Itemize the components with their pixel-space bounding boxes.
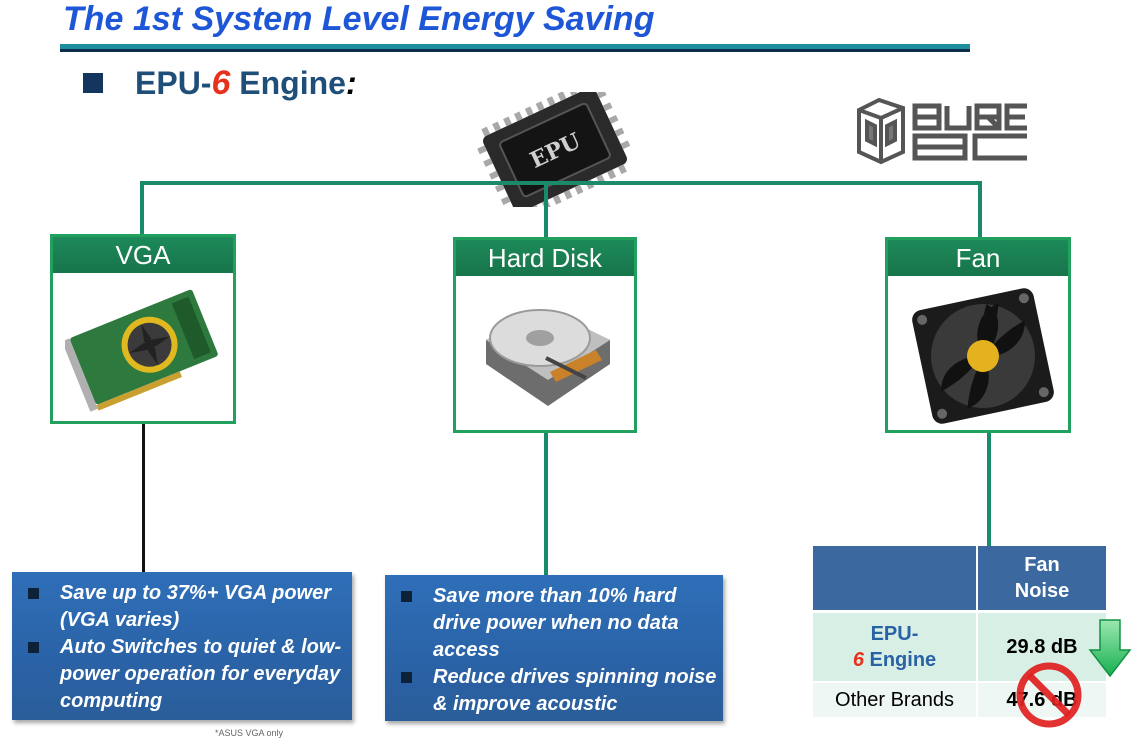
hard-disk-icon xyxy=(486,309,610,406)
heading-six: 6 xyxy=(211,64,231,102)
heading-suffix: Engine xyxy=(230,65,346,101)
hdd-box: Hard Disk xyxy=(453,237,637,433)
label-six: 6 xyxy=(852,649,864,671)
epu-chip-icon: EPU xyxy=(477,92,631,207)
other-brands-label: Other Brands xyxy=(813,681,978,717)
connector-hdd-top xyxy=(544,181,548,239)
vga-benefit-1-text: Save up to 37%+ VGA power (VGA varies) xyxy=(60,582,332,631)
title-underline xyxy=(60,44,970,52)
vga-benefit-1: Save up to 37%+ VGA power (VGA varies) xyxy=(12,580,352,634)
graphics-card-icon xyxy=(65,289,218,412)
footnote: *ASUS VGA only xyxy=(215,728,284,738)
epu-engine-label: EPU- 6 Engine xyxy=(813,610,978,682)
vga-title: VGA xyxy=(53,237,233,273)
connector-vga-bottom xyxy=(142,424,145,572)
hdd-benefits-panel: Save more than 10% hard drive power when… xyxy=(385,575,723,721)
table-header-fan-noise: Fan Noise xyxy=(977,546,1106,612)
connector-hdd-bottom xyxy=(544,430,548,575)
prohibited-icon xyxy=(1016,662,1082,728)
heading-bullet xyxy=(83,73,103,93)
vga-benefit-2-text: Auto Switches to quiet & low-power opera… xyxy=(60,636,342,712)
vga-benefits-panel: Save up to 37%+ VGA power (VGA varies) A… xyxy=(12,572,352,720)
hdd-title: Hard Disk xyxy=(456,240,634,276)
label-suffix: Engine xyxy=(863,649,937,671)
heading-colon: : xyxy=(345,65,357,101)
heading-epu-engine: EPU-6 Engine: xyxy=(135,64,357,103)
table-row: Other Brands 47.6 dB xyxy=(813,681,1106,717)
table-header-row: Fan Noise xyxy=(813,546,1106,612)
hdd-benefit-2-text: Reduce drives spinning noise & improve a… xyxy=(433,666,717,715)
slide-title: The 1st System Level Energy Saving xyxy=(63,0,655,38)
hdd-benefit-2: Reduce drives spinning noise & improve a… xyxy=(385,664,723,718)
heading-prefix: EPU- xyxy=(135,65,212,101)
purepc-logo xyxy=(857,97,1027,165)
cooling-fan-icon xyxy=(912,288,1054,424)
bullet-icon xyxy=(28,588,39,599)
connector-vga-top xyxy=(140,181,144,239)
hdd-benefit-1-text: Save more than 10% hard drive power when… xyxy=(433,585,679,661)
table-header-blank xyxy=(813,546,978,612)
fan-title: Fan xyxy=(888,240,1068,276)
connector-fan-top xyxy=(978,181,982,239)
bullet-icon xyxy=(28,642,39,653)
connector-horizontal xyxy=(140,181,982,185)
vga-benefit-2: Auto Switches to quiet & low-power opera… xyxy=(12,634,352,715)
fan-box: Fan xyxy=(885,237,1071,433)
down-arrow-icon xyxy=(1088,619,1132,678)
connector-fan-bottom xyxy=(987,432,991,546)
bullet-icon xyxy=(401,672,412,683)
vga-box: VGA xyxy=(50,234,236,424)
bullet-icon xyxy=(401,591,412,602)
hdd-benefit-1: Save more than 10% hard drive power when… xyxy=(385,583,723,664)
